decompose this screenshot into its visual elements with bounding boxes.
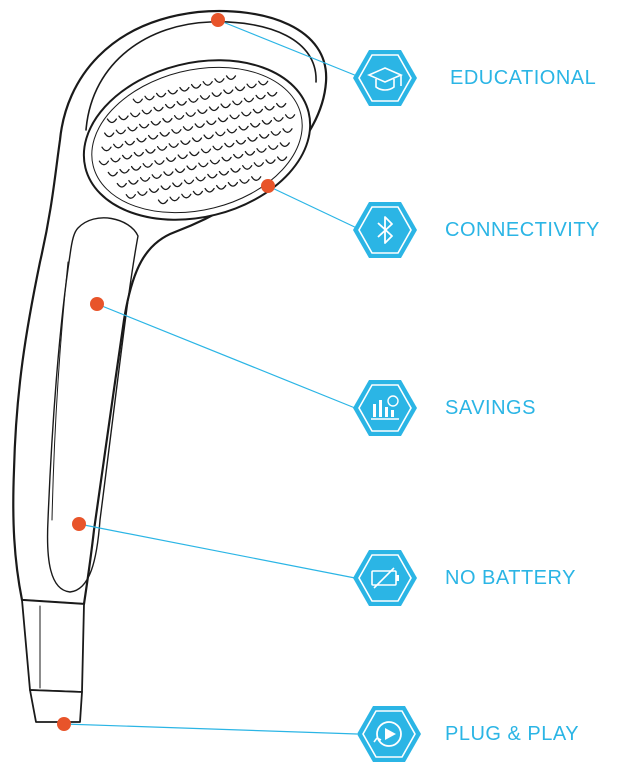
label-no-battery: NO BATTERY <box>445 566 576 590</box>
marker-educational <box>211 13 225 27</box>
marker-savings <box>90 297 104 311</box>
label-savings: SAVINGS <box>445 396 536 420</box>
leader-connectivity <box>268 186 361 230</box>
shower-head-illustration <box>13 11 327 722</box>
savings-chart-icon <box>353 380 417 436</box>
connector-upper <box>22 600 84 692</box>
leader-savings <box>97 304 355 408</box>
no-battery-icon <box>353 550 417 606</box>
marker-plug-play <box>57 717 71 731</box>
label-connectivity: CONNECTIVITY <box>445 218 600 242</box>
plug-play-icon <box>357 706 421 762</box>
bluetooth-icon <box>353 202 417 258</box>
connector-lower <box>30 690 82 722</box>
leader-plug-play <box>64 724 357 734</box>
label-educational: EDUCATIONAL <box>450 66 596 90</box>
marker-connectivity <box>261 179 275 193</box>
graduation-cap-icon <box>353 50 417 106</box>
label-plug-play: PLUG & PLAY <box>445 722 579 746</box>
marker-no-battery <box>72 517 86 531</box>
leader-no-battery <box>79 524 355 578</box>
